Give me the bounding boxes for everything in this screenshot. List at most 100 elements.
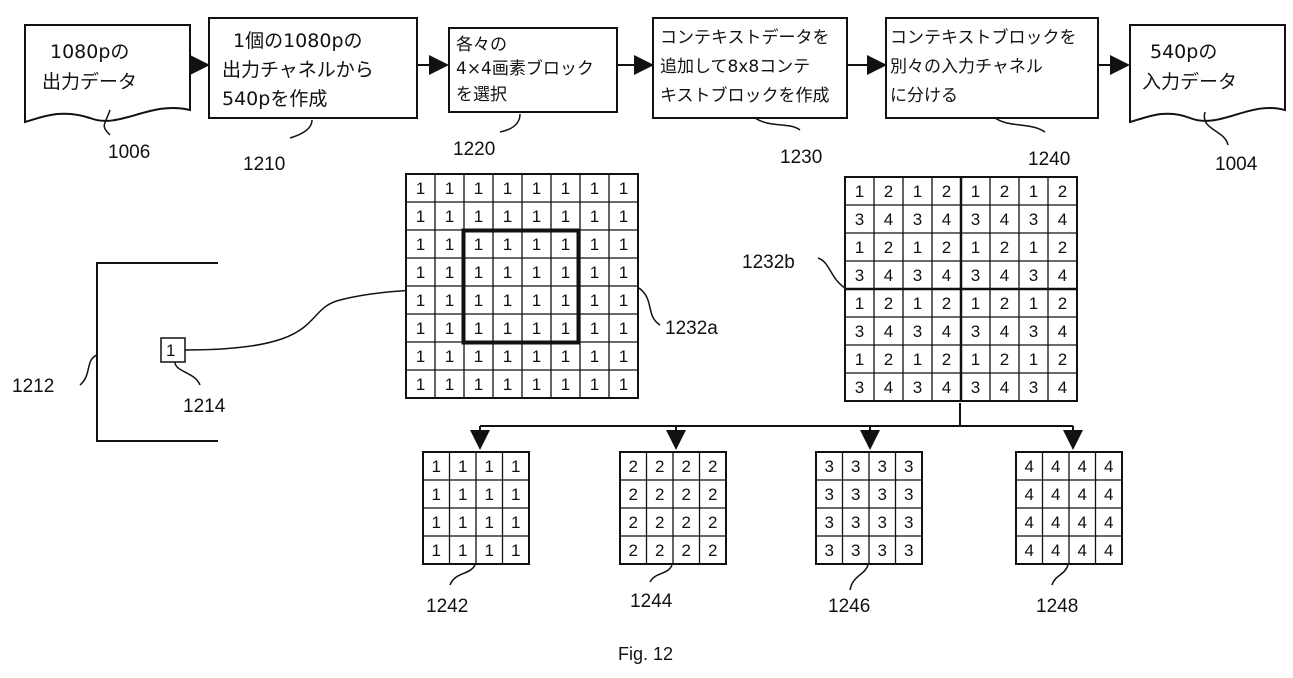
grid-cell-value: 4	[1104, 513, 1113, 532]
grid-cell-value: 1	[561, 235, 570, 254]
leader-line	[79, 354, 98, 386]
grid-cell-value: 1	[445, 235, 454, 254]
grid-cell-value: 1	[474, 347, 483, 366]
grid-cell-value: 1	[532, 235, 541, 254]
grid-cell-value: 1	[474, 319, 483, 338]
grid-cell-value: 3	[1029, 210, 1038, 229]
grid-cell-value: 4	[1078, 513, 1087, 532]
grid-cell-value: 4	[1058, 266, 1067, 285]
flow-text: コンテキストブロックを	[890, 27, 1077, 48]
leader-line	[994, 117, 1046, 133]
grid-cell-value: 2	[708, 541, 717, 560]
grid-cell-value: 1	[474, 263, 483, 282]
grid-cell-value: 1	[485, 485, 494, 504]
flow-text: に分ける	[890, 86, 958, 106]
flow-box-1230: コンテキストデータを 追加して8x8コンテ キストブロックを作成	[652, 17, 848, 119]
grid-cell-value: 3	[1029, 266, 1038, 285]
grid-cell-value: 1	[416, 207, 425, 226]
grid-cell-value: 2	[884, 238, 893, 257]
grid-cell-value: 1	[971, 238, 980, 257]
ref-1230: 1230	[780, 147, 822, 168]
selected-4x4-outline	[461, 228, 581, 345]
grid-cell-value: 3	[904, 541, 913, 560]
grid-cell-value: 4	[942, 266, 951, 285]
figure-caption: Fig. 12	[618, 644, 673, 664]
grid-cell-value: 3	[878, 485, 887, 504]
grid-cell-value: 4	[1025, 485, 1034, 504]
grid-cell-value: 2	[629, 513, 638, 532]
grid-cell-value: 1	[590, 263, 599, 282]
ref-1212: 1212	[12, 376, 54, 397]
ref-1244: 1244	[630, 591, 673, 612]
grid-cell-value: 1	[590, 375, 599, 394]
grid-cell-value: 1	[619, 263, 628, 282]
grid-cell-value: 2	[884, 182, 893, 201]
grid-cell-value: 3	[825, 541, 834, 560]
grid-cell-value: 1	[416, 263, 425, 282]
grid-cell-value: 1	[485, 513, 494, 532]
flow-text: 4×4画素ブロック	[456, 58, 594, 79]
ref-1232a: 1232a	[665, 318, 718, 339]
grid-cell-value: 3	[913, 322, 922, 341]
grid-cell-value: 4	[1051, 485, 1060, 504]
grid-cell-value: 3	[878, 513, 887, 532]
grid-cell-value: 3	[825, 457, 834, 476]
grid-cell-value: 4	[1078, 457, 1087, 476]
grid-cell-value: 1	[503, 207, 512, 226]
grid-cell-value: 1	[561, 263, 570, 282]
grid-cell-value: 1	[561, 207, 570, 226]
leader-line	[289, 119, 313, 139]
flow-box-1240: コンテキストブロックを 別々の入力チャネル に分ける	[885, 17, 1099, 119]
grid-cell-value: 2	[708, 457, 717, 476]
grid-cell-value: 3	[878, 457, 887, 476]
flow-text: 追加して8x8コンテ	[660, 57, 810, 77]
grid-cell-value: 2	[942, 294, 951, 313]
grid-cell-value: 1	[511, 541, 520, 560]
grid-cell-value: 1	[503, 263, 512, 282]
grid-cell-value: 1	[511, 485, 520, 504]
grid-cell-value: 2	[708, 513, 717, 532]
grid-cell-value: 3	[878, 541, 887, 560]
grid-cell-value: 4	[1078, 485, 1087, 504]
grid-cell-value: 3	[855, 266, 864, 285]
flow-text: キストブロックを作成	[660, 85, 830, 106]
pixel-value: 1	[166, 341, 175, 360]
grid-cell-value: 1	[474, 207, 483, 226]
flow-text: 各々の	[456, 35, 507, 55]
flow-text: 540pの	[1150, 41, 1217, 63]
grid-cell-value: 1	[619, 207, 628, 226]
grid-cell-value: 1	[532, 291, 541, 310]
grid-cell-value: 1	[1029, 182, 1038, 201]
grid-cell-value: 1	[416, 235, 425, 254]
flow-text: コンテキストデータを	[660, 27, 830, 48]
grid-cell-value: 1	[416, 291, 425, 310]
grid-cell-value: 1	[445, 179, 454, 198]
leader-line	[649, 564, 673, 583]
grid-cell-value: 3	[971, 210, 980, 229]
grid-cell-value: 1	[590, 235, 599, 254]
grid-cell-value: 1	[619, 375, 628, 394]
grid-cell-value: 1	[445, 319, 454, 338]
grid-cell-value: 2	[682, 457, 691, 476]
grid-cell-value: 2	[942, 350, 951, 369]
grid-cell-value: 4	[1051, 541, 1060, 560]
grid-cell-value: 1	[416, 347, 425, 366]
grid-cell-value: 2	[629, 457, 638, 476]
grid-cell-value: 2	[1058, 350, 1067, 369]
grid-cell-value: 1	[590, 291, 599, 310]
grid-cell-value: 1	[432, 457, 441, 476]
leader-line	[1051, 564, 1069, 586]
grid-cell-value: 1	[458, 457, 467, 476]
grid-cell-value: 1	[913, 182, 922, 201]
grid-cell-value: 3	[913, 210, 922, 229]
leader-line	[754, 117, 801, 131]
grid-cell-value: 4	[884, 378, 893, 397]
grid-cell-value: 1	[474, 235, 483, 254]
grid-cell-value: 1	[561, 319, 570, 338]
grid-cell-value: 4	[1104, 457, 1113, 476]
grid-cell-value: 1	[913, 350, 922, 369]
